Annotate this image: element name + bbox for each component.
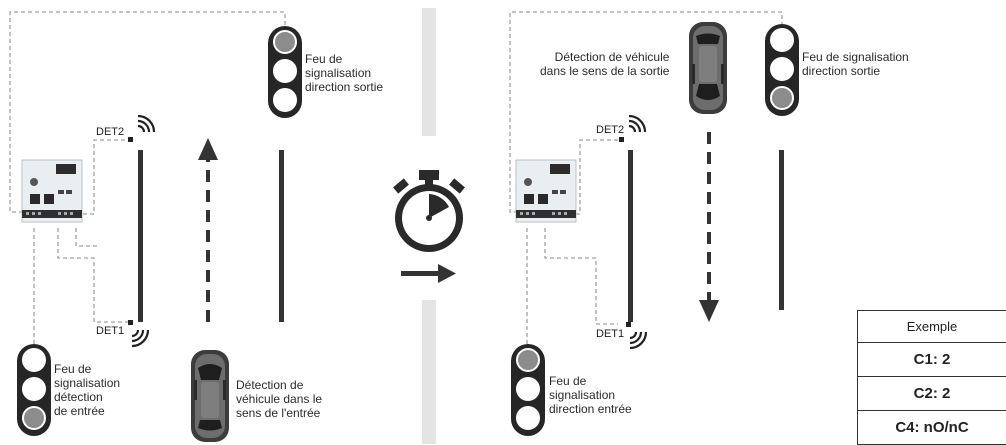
exit-vehicle — [689, 22, 727, 114]
label-line: détection — [54, 390, 120, 404]
example-table: Exemple C1: 2 C2: 2 C4: nO/nC — [857, 310, 1006, 445]
entry-vehicle — [191, 350, 229, 442]
exit-traffic-light-right — [765, 24, 799, 116]
right-det1-label: DET1 — [596, 328, 624, 340]
det1-sensor-right — [626, 322, 631, 327]
label-line: Détection de — [236, 378, 322, 392]
label-line: Feu de — [305, 52, 383, 66]
det1-waves-icon-right — [630, 332, 646, 348]
control-board — [22, 160, 82, 222]
panel-divider-top — [422, 8, 436, 136]
det2-sensor — [128, 137, 133, 142]
label-line: Feu de — [549, 374, 632, 388]
exit-traffic-light-left — [268, 26, 302, 118]
left-entry-light-label: Feu de signalisation détection de entrée — [54, 362, 120, 418]
label-line: Feu de — [54, 362, 120, 376]
label-line: signalisation — [549, 388, 632, 402]
lane-line-left — [138, 150, 143, 322]
left-exit-light-label: Feu de signalisation direction sortie — [305, 52, 383, 94]
control-board-right — [516, 160, 576, 222]
example-header: Exemple — [858, 311, 1006, 343]
example-row: C2: 2 — [858, 377, 1006, 411]
label-line: dans le sens de la sortie — [540, 64, 669, 78]
right-vehicle-label: Détection de véhicule dans le sens de la… — [540, 50, 669, 78]
label-line: direction sortie — [802, 64, 909, 78]
lane-line-right — [279, 150, 284, 322]
right-det2-label: DET2 — [596, 124, 624, 136]
label-line: véhicule dans le — [236, 392, 322, 406]
right-exit-light-label: Feu de signalisation direction sortie — [802, 50, 909, 78]
det2-sensor-right — [619, 137, 624, 142]
label-line: Feu de signalisation — [802, 50, 909, 64]
det2-waves-icon — [138, 116, 154, 132]
entry-arrow-head — [198, 138, 218, 160]
example-row: C4: nO/nC — [858, 411, 1006, 445]
entry-traffic-light-left — [17, 344, 51, 436]
label-line: sens de l'entrée — [236, 406, 322, 420]
label-line: Détection de véhicule — [540, 50, 669, 64]
left-vehicle-label: Détection de véhicule dans le sens de l'… — [236, 378, 322, 420]
label-line: direction entrée — [549, 402, 632, 416]
label-line: direction sortie — [305, 80, 383, 94]
det1-sensor — [128, 320, 133, 325]
arrow-right-icon — [401, 264, 456, 283]
left-det2-label: DET2 — [96, 126, 124, 138]
det2-waves-icon-right — [629, 116, 645, 132]
example-row: C1: 2 — [858, 343, 1006, 377]
left-det1-label: DET1 — [96, 325, 124, 337]
det1-waves-icon — [132, 330, 148, 346]
right-entry-light-label: Feu de signalisation direction entrée — [549, 374, 632, 416]
exit-arrow-head — [699, 300, 719, 322]
lane-line-right-right-panel — [779, 150, 784, 310]
panel-divider-bottom — [422, 300, 436, 444]
stopwatch-icon — [393, 170, 465, 252]
label-line: signalisation — [54, 376, 120, 390]
entry-traffic-light-right — [511, 344, 545, 436]
label-line: de entrée — [54, 404, 120, 418]
lane-line-left-right-panel — [628, 150, 633, 322]
label-line: signalisation — [305, 66, 383, 80]
